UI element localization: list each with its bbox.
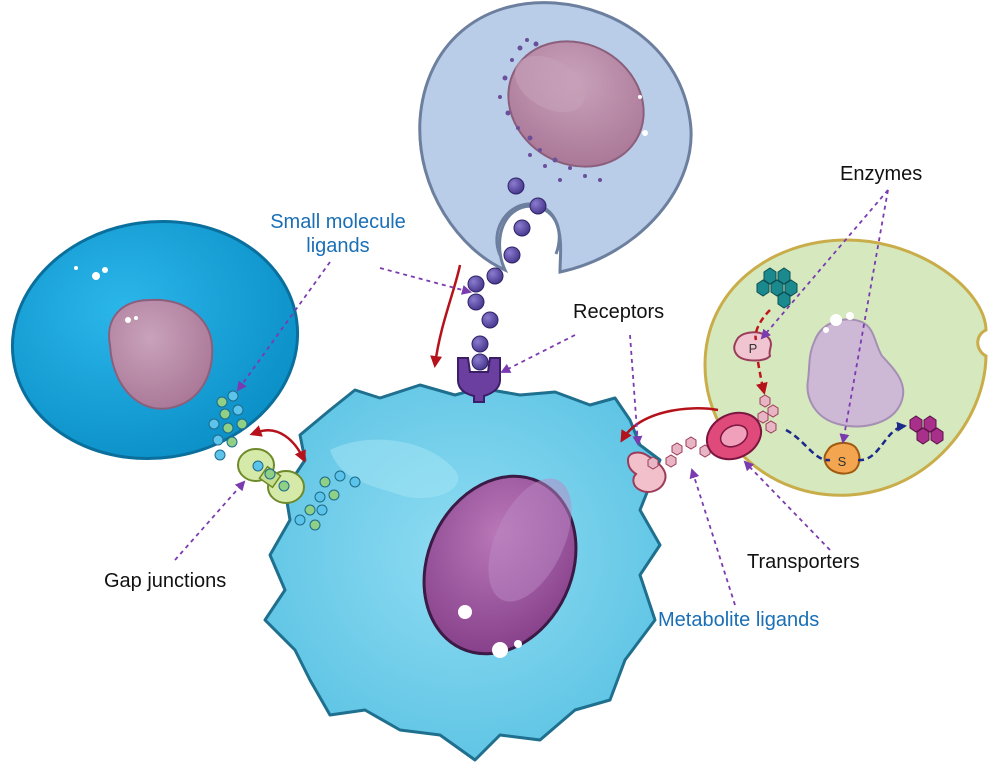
center-cell-nucleus-highlight <box>488 478 572 602</box>
arrow-receptors-to-top <box>500 334 576 373</box>
center-nucleus-spot <box>492 642 508 658</box>
top-cell-granules <box>498 38 602 182</box>
substrate-hexagons-top <box>756 267 798 309</box>
annotation-arrows <box>174 189 889 606</box>
metabolite-ligand-hexagons <box>647 436 711 470</box>
arrow-receptors-to-right <box>629 334 643 446</box>
left-cell-highlight <box>102 267 108 273</box>
pathway-arrow-red <box>754 309 771 341</box>
transporters-label: Transporters <box>747 551 860 573</box>
gap-junction-channels <box>237 448 305 504</box>
receptors-label: Receptors <box>573 301 665 323</box>
vesicle-release-arrow <box>430 264 462 368</box>
gap-junction-exchange-arrow <box>249 425 306 463</box>
small-molecule-ligands-label: Small molecule ligands <box>248 210 428 258</box>
left-cell-highlight <box>125 317 131 323</box>
pathway-arrow-red-2 <box>755 361 768 395</box>
left-cell-molecules <box>208 390 248 461</box>
small-molecule-ligands-line-1: Small molecule <box>270 211 406 233</box>
right-cell-highlight <box>830 314 842 326</box>
arrow-enzymes-to-s <box>839 189 889 444</box>
product-hexagons-bottom-right <box>909 415 944 445</box>
enzyme-p-label: P <box>749 341 758 356</box>
right-cell-highlight <box>823 327 829 333</box>
pathway-arrow-navy-2 <box>857 421 907 462</box>
metabolite-ligands-label: Metabolite ligands <box>658 609 820 631</box>
arrow-gap-junctions <box>174 480 246 561</box>
center-nucleus-spot <box>514 640 522 648</box>
top-cell-nucleus-highlight <box>514 55 586 113</box>
top-cell-nucleus-spot <box>638 95 642 99</box>
center-cell <box>263 383 662 762</box>
top-cell <box>418 1 693 274</box>
arrow-small-molecule-to-left <box>236 261 331 392</box>
pathway-arrow-navy <box>785 428 831 462</box>
transporter-inner <box>719 424 749 448</box>
small-molecule-ligand-beads <box>467 177 547 371</box>
left-cell-highlight <box>92 272 100 280</box>
small-molecule-ligands-line-2: ligands <box>306 235 370 257</box>
top-cell-vesicle-membrane <box>495 202 561 256</box>
center-cell-cytoplasm-fold <box>330 439 459 499</box>
right-cell: P S <box>703 238 988 497</box>
metabolite-chain <box>757 394 779 434</box>
left-cell <box>10 219 300 461</box>
center-cell-molecules <box>294 470 361 531</box>
top-cell-nucleus-spot <box>642 130 648 136</box>
arrow-metabolite-ligands <box>689 468 736 606</box>
left-cell-nucleus <box>108 298 214 410</box>
enzymes-label: Enzymes <box>840 163 923 185</box>
left-cell-highlight <box>74 266 78 270</box>
center-nucleus-spot <box>458 605 472 619</box>
gap-junctions-label: Gap junctions <box>104 570 227 592</box>
right-cell-highlight <box>846 312 854 320</box>
receptor-top <box>457 357 501 403</box>
enzyme-s-label: S <box>838 454 847 469</box>
arrow-enzymes-to-p <box>760 189 889 340</box>
transporter-export-arrow <box>620 407 719 443</box>
left-cell-highlight <box>134 316 138 320</box>
